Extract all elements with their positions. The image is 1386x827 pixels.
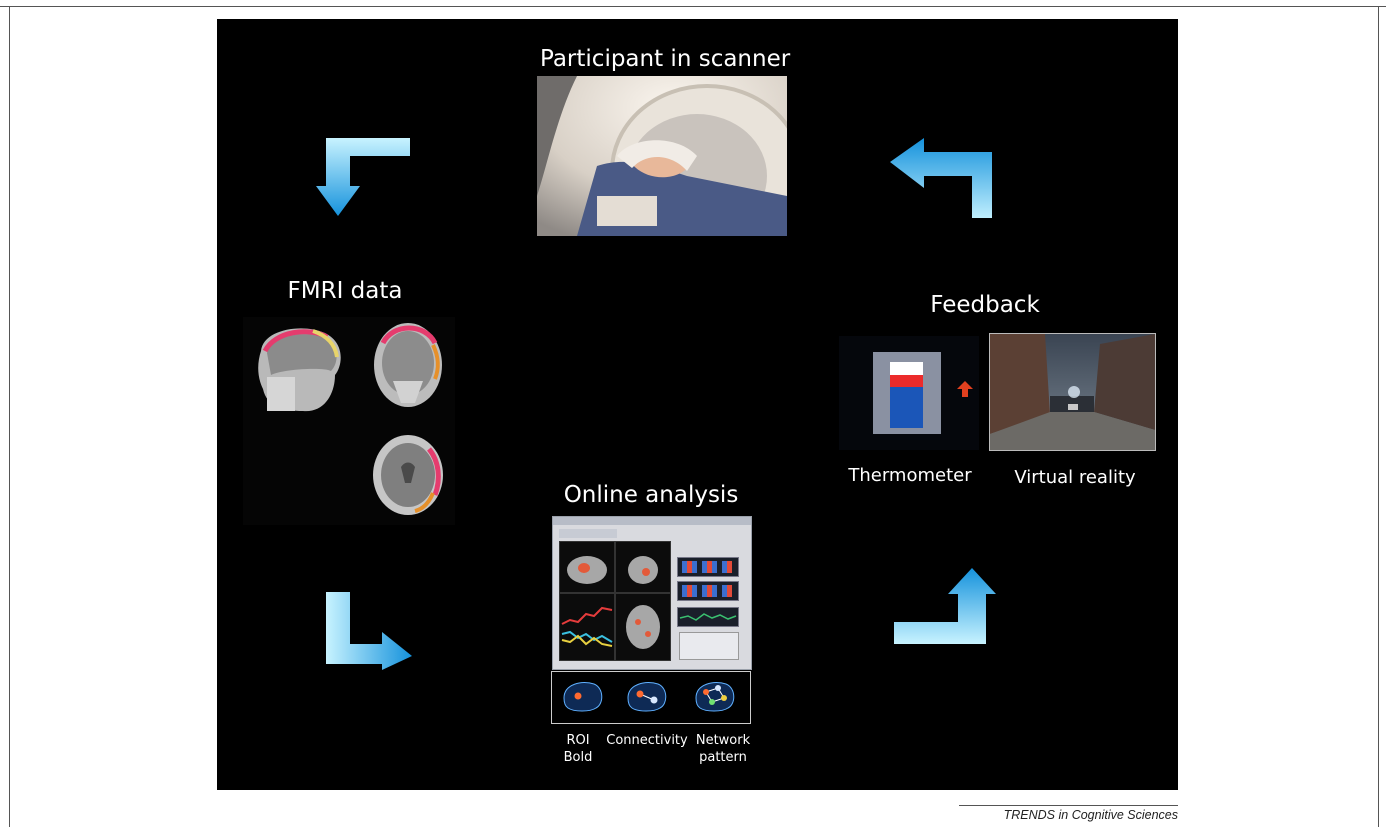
analysis-methods-panel [551,671,751,724]
arrow-fmri-to-analysis-icon [326,592,412,670]
participant-in-scanner-label: Participant in scanner [540,46,791,72]
virtual-reality-image [989,333,1156,451]
thermometer-bar [890,362,923,428]
roi-label: ROI [566,733,590,748]
analysis-toolbar [559,529,617,538]
thermometer-up-arrow-icon [957,381,973,397]
roi-brain-icon [563,682,603,712]
thermometer-frame [873,352,941,434]
analysis-status-box [679,632,739,660]
scanner-photo [537,76,787,236]
analysis-window-titlebar [553,517,751,525]
pattern-label: pattern [699,750,747,765]
arrow-scanner-to-fmri-icon [316,138,410,216]
analysis-brain-view-1 [559,541,615,593]
thermometer-level-fill [890,387,923,428]
analysis-timecourse-plot [559,593,615,661]
bold-label: Bold [563,750,593,765]
frame-right-border [1378,6,1379,827]
network-pattern-label: Network pattern [690,732,756,766]
roi-bold-label: ROI Bold [558,732,598,766]
fmri-data-label: FMRI data [287,278,403,304]
frame-left-border [9,6,10,827]
analysis-brain-view-2 [615,541,671,593]
arrow-feedback-to-scanner-icon [890,138,992,218]
network-label: Network [695,733,751,748]
thermometer-level-marker [890,375,923,387]
feedback-label: Feedback [930,292,1040,318]
connectivity-label: Connectivity [606,733,688,748]
virtual-reality-label: Virtual reality [1014,467,1136,488]
footer-rule [959,805,1178,806]
thermometer-label: Thermometer [848,465,972,486]
network-brain-icon [695,682,735,712]
analysis-signal-panel-2 [677,581,739,601]
footer-credit: TRENDS in Cognitive Sciences [1003,808,1178,822]
fmri-brain-slices-image [243,317,455,525]
analysis-signal-panel-3 [677,607,739,627]
arrow-analysis-to-feedback-icon [894,568,996,644]
online-analysis-screenshot [552,516,752,670]
analysis-signal-panel-1 [677,557,739,577]
analysis-brain-view-3 [615,593,671,661]
connectivity-brain-icon [627,682,667,712]
online-analysis-label: Online analysis [563,482,739,508]
frame-top-border [0,6,1386,7]
thermometer-display [839,336,979,450]
